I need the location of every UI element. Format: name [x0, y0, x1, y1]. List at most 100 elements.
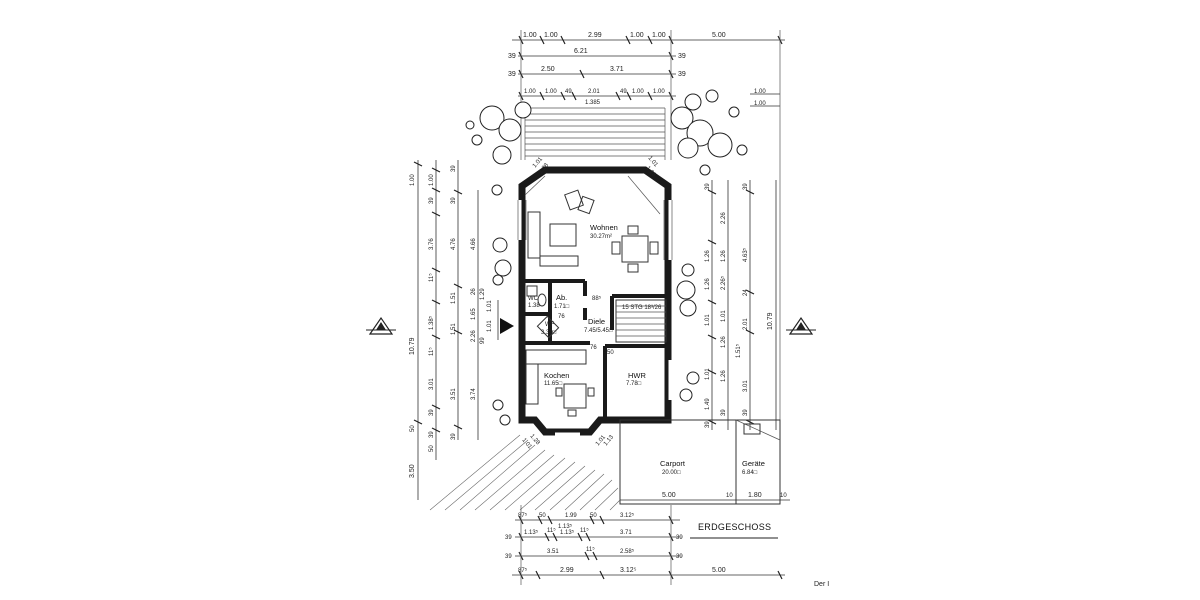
top-dim-1-d: 1.00: [630, 32, 644, 39]
right-dim-c2-5: 1.26: [721, 370, 727, 382]
right-dim-outer-total: 10.79: [767, 312, 774, 330]
right-dimension-chains: 39 1.26 1.26 1.01 1.01 1.49 39 2.26 2.26…: [705, 180, 777, 430]
bot-dim-1-3: 50: [590, 513, 597, 519]
staircase: 15 STG 18³/26: [615, 299, 667, 343]
left-dim-c3-3: 1.65: [471, 308, 477, 320]
left-dim-c4-2: 1.29: [480, 288, 486, 300]
right-dim-c2-2: 1.26: [721, 250, 727, 262]
top-dim-1-b: 1.00: [544, 32, 558, 39]
plan-title-block: ERDGESCHOSS Der I: [690, 522, 829, 588]
room-labels: Wohnen 30.27m² WC 1.38 Ab. 1.71□ WF 3.30…: [528, 223, 646, 387]
top-dim-1-e: 1.00: [652, 32, 666, 39]
top-dim-2-a: 39: [508, 53, 516, 60]
top-dim-2-b: 6.21: [574, 48, 588, 55]
right-dim-c3-6: 39: [743, 409, 749, 416]
left-dim-c2-3: 1.51: [451, 292, 457, 304]
room-ab-area: 1.71□: [554, 304, 570, 310]
left-dim-c2-5: 3.51: [451, 388, 457, 400]
room-ab-name: Ab.: [556, 293, 567, 302]
bot-dim-1-4: 3.12⁵: [620, 512, 635, 519]
bot-dim-4-1: 2.99: [560, 567, 574, 574]
right-dim-c1-5: 1.49: [705, 398, 711, 410]
kitchen-furniture: [525, 349, 595, 417]
bot-dim-3-4: 39: [676, 554, 683, 560]
top-dim-1-c: 2.99: [588, 32, 602, 39]
top-dim-4-e: 49: [620, 89, 627, 95]
bot-dim-4-0: 87⁵: [518, 567, 528, 574]
bot-dim-2-6: 39: [676, 535, 683, 541]
room-kochen-area: 11.65□: [544, 381, 563, 387]
left-dim-c3-2: 26: [471, 288, 477, 295]
left-dim-outer-total: 10.79: [409, 337, 416, 355]
bot-dim-2-1: 1.13⁵: [524, 529, 539, 536]
left-dim-c1-6: 3.01: [429, 378, 435, 390]
living-room-furniture: [524, 175, 661, 273]
bot-dim-1-2: 1.99: [565, 513, 577, 519]
right-dim-c1-6: 39: [705, 421, 711, 428]
left-dim-c3-1: 4.66: [471, 238, 477, 250]
bot-dim-2-5: 3.71: [620, 530, 632, 536]
int-dim-1: 76: [558, 314, 565, 320]
bot-dim-3-0: 39: [505, 554, 512, 560]
top-dim-1-f: 5.00: [712, 32, 726, 39]
room-diele-area: 7.45/5.45□: [584, 328, 613, 334]
right-dim-c3-1: 4.63⁵: [742, 247, 749, 262]
room-carport-area: 20.00□: [662, 470, 681, 476]
bot-dim-3-2: 11⁵: [586, 546, 595, 553]
room-wf-area: 3.30□: [541, 330, 557, 336]
top-dim-4-d: 2.01: [588, 89, 600, 95]
left-dim-c1-3: 11⁵: [428, 273, 435, 282]
right-dim-c3-5: 3.01: [743, 380, 749, 392]
int-dim-3: 50: [607, 350, 614, 356]
left-dim-c1-7: 39: [429, 409, 435, 416]
stair-label: 15 STG 18³/26: [622, 305, 662, 311]
bot-dim-2-3: 1.13⁵: [560, 529, 575, 536]
right-dim-c2-6: 39: [721, 409, 727, 416]
driveway-hatch: [429, 434, 621, 511]
int-dim-2: 76: [590, 345, 597, 351]
right-dim-c2-0: 2.26: [721, 212, 727, 224]
right-dim-c3-3: 2.01: [743, 318, 749, 330]
entrance-arrow: [497, 300, 514, 340]
int-dim-0: 88⁵: [592, 295, 602, 302]
bottom-dimension-chains: 87⁵ 50 1.99 50 3.12⁵ 1.13⁵ 39 1.13⁵ 11⁵ …: [505, 505, 785, 585]
left-dim-c2-4: 1.51: [451, 323, 457, 335]
top-dimension-chains: 1.00 1.00 2.99 1.00 1.00 5.00 39 6.21 39…: [508, 30, 785, 430]
top-dim-right-b: 1.00: [754, 101, 766, 107]
right-dim-c3-4: 1.51⁵: [735, 343, 742, 358]
bay-dim-7: 1.13: [603, 434, 616, 447]
left-dimension-chains: 10.79 3.50 1.00 39 3.76 11⁵ 1.38⁵ 11⁵ 3.…: [409, 160, 493, 500]
room-carport-name: Carport: [660, 459, 686, 468]
carport-area: Carport 20.00□ Geräte 6.84□ 5.00 10 1.80…: [619, 419, 790, 505]
room-wf-name: WF: [545, 322, 555, 328]
top-dim-3-d: 39: [678, 71, 686, 78]
left-dim-c2-0: 1.00: [429, 174, 435, 186]
top-dim-4-g: 1.00: [653, 89, 665, 95]
carport-dim-1: 10: [726, 493, 733, 499]
left-dim-c1-1: 39: [429, 197, 435, 204]
top-dim-4-f: 1.00: [632, 89, 644, 95]
top-dim-4-a: 1.00: [524, 89, 536, 95]
right-dim-c1-2: 1.26: [705, 278, 711, 290]
left-dim-c3-5: 3.74: [471, 388, 477, 400]
room-geraete-area: 6.84□: [742, 470, 758, 476]
room-wc-name: WC: [528, 296, 539, 302]
top-dim-4-total: 1.385: [585, 100, 601, 106]
bot-dim-1-1: 50: [539, 513, 546, 519]
right-dim-c2-4: 1.26: [721, 336, 727, 348]
right-dim-c1-0: 39: [705, 183, 711, 190]
right-dim-c2-3: 1.01: [721, 310, 727, 322]
bot-dim-1-0: 87⁵: [518, 512, 528, 519]
bot-dim-2-4: 11⁵: [580, 527, 589, 534]
top-dim-3-c: 3.71: [610, 66, 624, 73]
room-wohnen-name: Wohnen: [590, 223, 618, 232]
left-dim-c3-4: 2.26: [471, 330, 477, 342]
room-wohnen-area: 30.27m²: [590, 234, 612, 240]
top-dim-1-a: 1.00: [523, 32, 537, 39]
left-dim-outer-lower: 3.50: [409, 464, 416, 478]
top-dim-4-b: 1.00: [545, 89, 557, 95]
left-dim-c1-0: 1.00: [410, 174, 416, 186]
terrace-steps: [524, 107, 666, 160]
bot-dim-2-0: 39: [505, 535, 512, 541]
landscape-trees: [465, 89, 748, 426]
